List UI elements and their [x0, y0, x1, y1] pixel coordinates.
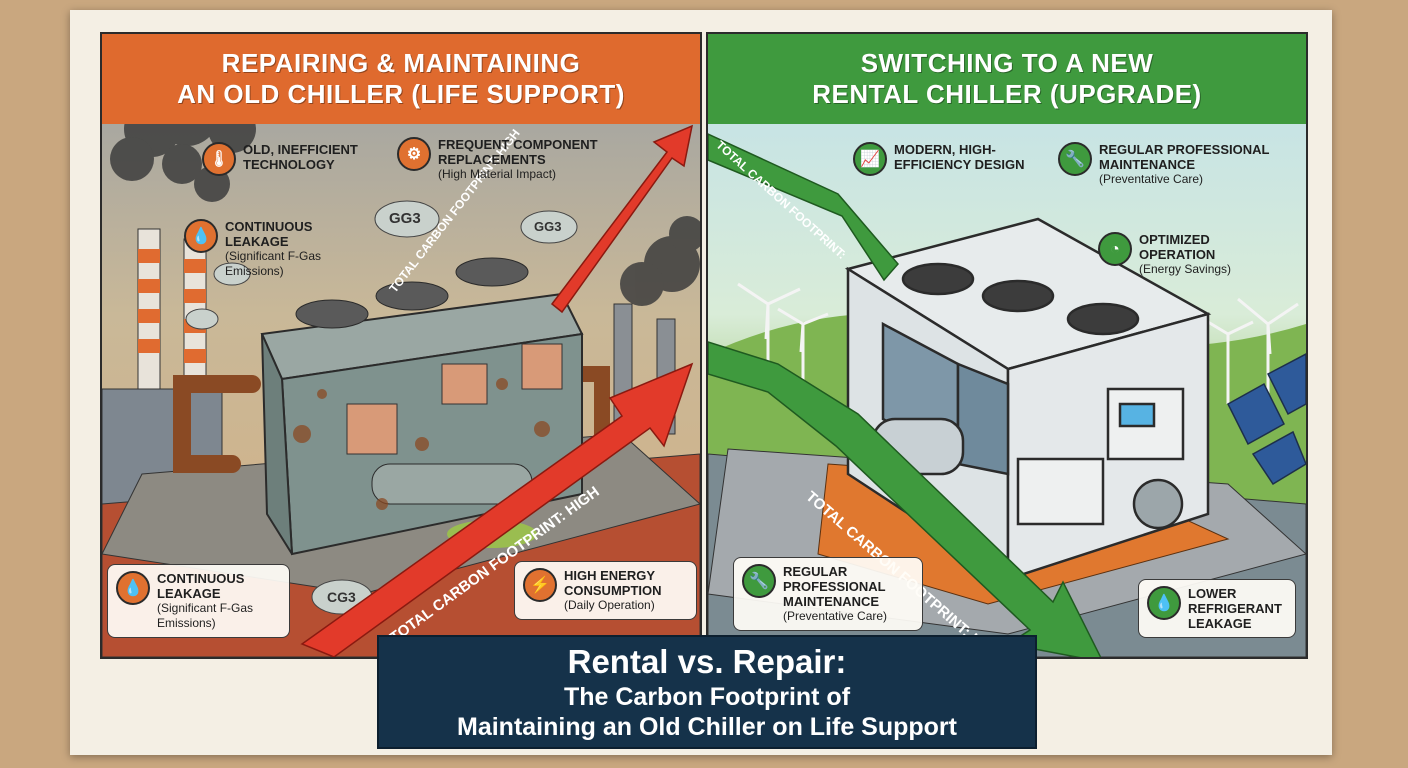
- title-line2: The Carbon Footprint of: [563, 683, 851, 711]
- repair-banner-line2: an Old Chiller (Life Support): [177, 79, 625, 109]
- droplet-icon: 💧: [116, 571, 150, 605]
- wrench-screwdriver-icon: 🔧: [1058, 142, 1092, 176]
- droplet-icon: 💧: [1147, 586, 1181, 620]
- callout-professional-maintenance-bottom: 🔧 Regular Professional Maintenance(Preve…: [733, 557, 923, 631]
- callout-title: Regular Professional Maintenance: [1099, 142, 1270, 172]
- callout-title: Optimized Operation: [1139, 232, 1216, 262]
- solar-panels: [1227, 353, 1306, 486]
- callout-subtitle: (High Material Impact): [438, 167, 557, 181]
- callout-title: Continuous Leakage: [225, 219, 313, 249]
- callout-modern-design: 📈 Modern, High-Efficiency Design: [853, 142, 1028, 176]
- callout-title: Lower Refrigerant Leakage: [1188, 586, 1282, 631]
- pipes: [173, 366, 610, 473]
- callout-subtitle: (Daily Operation): [564, 598, 655, 612]
- repair-panel: Repairing & Maintaining an Old Chiller (…: [100, 32, 702, 659]
- callout-title: Regular Professional Maintenance: [783, 564, 886, 609]
- rental-panel: Switching to a New Rental Chiller (Upgra…: [706, 32, 1308, 659]
- callout-optimized-operation: ◔ Optimized Operation(Energy Savings): [1098, 232, 1288, 277]
- callout-subtitle: (Preventative Care): [1099, 172, 1204, 186]
- gear-icon: ⚙: [397, 137, 431, 171]
- rental-banner-line1: Switching to a New: [860, 48, 1154, 78]
- rental-banner: Switching to a New Rental Chiller (Upgra…: [708, 34, 1306, 124]
- callout-subtitle: (Preventative Care): [783, 609, 888, 623]
- callout-title: Continuous Leakage: [157, 571, 245, 601]
- wrench-screwdriver-icon: 🔧: [742, 564, 776, 598]
- poster: Repairing & Maintaining an Old Chiller (…: [70, 10, 1332, 755]
- callout-energy-consumption: ⚡ High Energy Consumption(Daily Operatio…: [514, 561, 697, 620]
- title-line3: Maintaining an Old Chiller on Life Suppo…: [457, 713, 957, 741]
- poster-title: Rental vs. Repair: The Carbon Footprint …: [377, 635, 1037, 749]
- droplet-icon: 💧: [184, 219, 218, 253]
- callout-continuous-leakage-top: 💧 Continuous Leakage(Significant F-Gas E…: [184, 219, 349, 279]
- callout-title: Old, Inefficient Technology: [243, 142, 358, 172]
- callout-component-replacements: ⚙ Frequent Component Replacements(High M…: [397, 137, 607, 182]
- gas-label: GG3: [389, 210, 421, 227]
- rust-spots: [293, 378, 550, 510]
- callout-continuous-leakage-bottom: 💧 Continuous Leakage(Significant F-Gas E…: [107, 564, 290, 638]
- callout-title: Modern, High-Efficiency Design: [894, 142, 1025, 172]
- callout-subtitle: (Energy Savings): [1139, 262, 1232, 276]
- rental-banner-line2: Rental Chiller (Upgrade): [812, 79, 1202, 109]
- gas-label: GG3: [534, 219, 562, 234]
- chart-up-icon: 📈: [853, 142, 887, 176]
- gauge-icon: ◔: [1098, 232, 1132, 266]
- chiller-unit: [844, 217, 1212, 582]
- lightning-icon: ⚡: [523, 568, 557, 602]
- repair-banner: Repairing & Maintaining an Old Chiller (…: [102, 34, 700, 124]
- thermometer-icon: 🌡: [202, 142, 236, 176]
- gas-puffs: [185, 200, 578, 615]
- callout-lower-leakage: 💧 Lower Refrigerant Leakage: [1138, 579, 1296, 638]
- callout-subtitle: (Significant F-Gas Emissions): [157, 601, 254, 630]
- green-arrow-main: [708, 341, 1102, 657]
- green-arrow-top: [708, 133, 899, 282]
- gas-label: CG3: [327, 589, 356, 605]
- red-arrow-top: [550, 124, 694, 314]
- callout-title: Frequent Component Replacements: [438, 137, 598, 167]
- callout-old-technology: 🌡 Old, Inefficient Technology: [202, 142, 402, 176]
- title-line1: Rental vs. Repair:: [567, 643, 847, 680]
- repair-banner-line1: Repairing & Maintaining: [221, 48, 581, 78]
- callout-title: High Energy Consumption: [564, 568, 662, 598]
- red-arrow-main: [300, 362, 694, 657]
- callout-subtitle: (Significant F-Gas Emissions): [225, 249, 322, 278]
- callout-professional-maintenance-top: 🔧 Regular Professional Maintenance(Preve…: [1058, 142, 1273, 187]
